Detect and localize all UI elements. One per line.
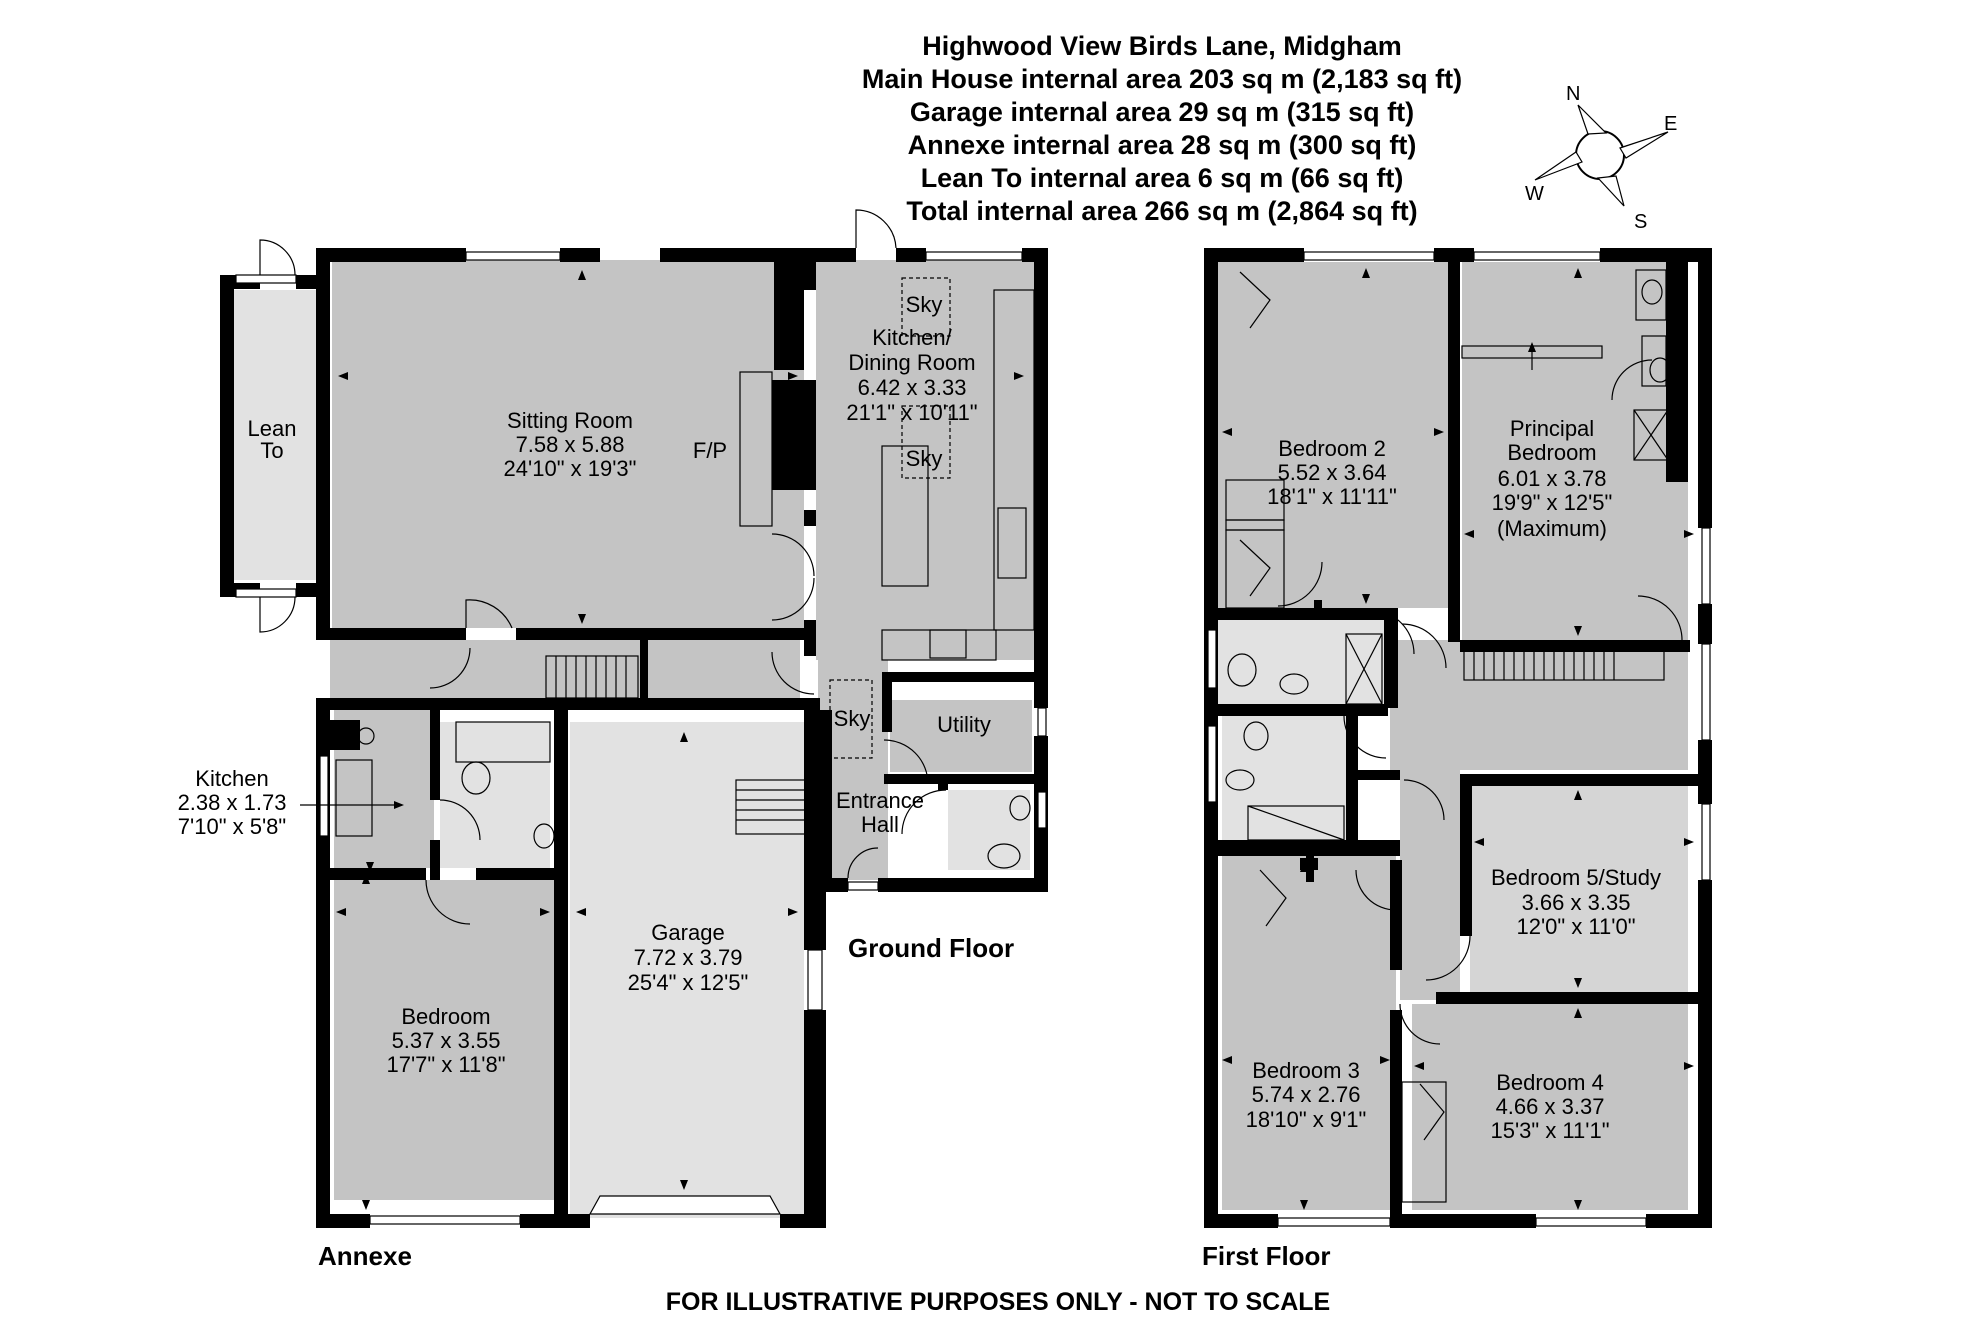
- first-floor-plan: Bedroom 2 5.52 x 3.64 18'1" x 11'11" Pri…: [1202, 248, 1712, 1271]
- annexe-bath-floor: [440, 722, 550, 868]
- principal-bedroom-floor: [1462, 262, 1688, 640]
- annexe-kitchen-metric: 2.38 x 1.73: [178, 790, 287, 815]
- property-title: Highwood View Birds Lane, Midgham: [922, 31, 1402, 61]
- compass-icon: N E S W: [1525, 83, 1677, 233]
- compass-w-label: W: [1525, 183, 1544, 205]
- ground-floor-plan: Lean To Sitting Room 7.58 x 5.88 24'10" …: [178, 209, 1048, 1271]
- ground-walls: [220, 248, 1048, 1228]
- principal-imperial: 19'9" x 12'5": [1492, 490, 1613, 515]
- skylight-label-1: Sky: [906, 292, 943, 317]
- bedroom2-imperial: 18'1" x 11'11": [1267, 484, 1397, 509]
- bedroom2-floor: [1218, 262, 1448, 608]
- principal-name-2: Bedroom: [1507, 440, 1596, 465]
- kitchen-dining-floor: [816, 260, 1036, 660]
- garage-imperial: 25'4" x 12'5": [628, 970, 749, 995]
- annexe-bedroom-floor: [334, 880, 556, 1200]
- first-fixtures: [1225, 269, 1671, 1203]
- bedroom3-floor: [1222, 856, 1396, 1210]
- annexe-kitchen-name: Kitchen: [195, 766, 268, 791]
- garage-name: Garage: [651, 920, 724, 945]
- utility-label: Utility: [937, 712, 991, 737]
- bedroom5-imperial: 12'0" x 11'0": [1516, 914, 1635, 939]
- disclaimer-text: FOR ILLUSTRATIVE PURPOSES ONLY - NOT TO …: [666, 1288, 1330, 1316]
- first-dimension-arrows: [1222, 268, 1694, 1210]
- annexe-bedroom-metric: 5.37 x 3.55: [392, 1028, 501, 1053]
- kitchen-dining-name-1: Kitchen/: [872, 325, 952, 350]
- bedroom2-name: Bedroom 2: [1278, 436, 1386, 461]
- first-labels: Bedroom 2 5.52 x 3.64 18'1" x 11'11" Pri…: [1202, 416, 1661, 1271]
- bedroom5-floor: [1470, 786, 1688, 992]
- lean-to-label-1: Lean: [248, 416, 297, 441]
- corridor-floor: [1400, 770, 1460, 1000]
- utility-floor: [890, 700, 1032, 772]
- first-floor-title: First Floor: [1202, 1241, 1331, 1271]
- compass-e-label: E: [1664, 113, 1677, 135]
- ground-windows: [235, 251, 1047, 1225]
- entrance-hall-name-2: Hall: [861, 812, 899, 837]
- annexe-title: Annexe: [318, 1241, 412, 1271]
- fireplace-label: F/P: [693, 438, 727, 463]
- skylight-label-2: Sky: [906, 446, 943, 471]
- bedroom3-metric: 5.74 x 2.76: [1252, 1082, 1361, 1107]
- kitchen-dining-metric: 6.42 x 3.33: [858, 375, 967, 400]
- ground-floor-title: Ground Floor: [848, 933, 1014, 963]
- area-garage: Garage internal area 29 sq m (315 sq ft): [910, 97, 1414, 127]
- sitting-room-metric: 7.58 x 5.88: [516, 432, 625, 457]
- sitting-room-name: Sitting Room: [507, 408, 633, 433]
- bedroom5-name: Bedroom 5/Study: [1491, 865, 1661, 890]
- compass-s-label: S: [1634, 211, 1647, 233]
- compass-n-label: N: [1566, 83, 1580, 105]
- ground-fixtures: [335, 277, 1035, 869]
- area-main-house: Main House internal area 203 sq m (2,183…: [862, 64, 1462, 94]
- bedroom4-metric: 4.66 x 3.37: [1496, 1094, 1605, 1119]
- lean-to-label-2: To: [260, 438, 283, 463]
- bathroom-floor: [1222, 716, 1354, 840]
- hall-floor: [330, 640, 800, 700]
- kitchen-dining-name-2: Dining Room: [848, 350, 975, 375]
- principal-note: (Maximum): [1497, 516, 1607, 541]
- principal-metric: 6.01 x 3.78: [1498, 466, 1607, 491]
- bedroom3-imperial: 18'10" x 9'1": [1246, 1107, 1367, 1132]
- bedroom3-name: Bedroom 3: [1252, 1058, 1360, 1083]
- wc-floor: [948, 790, 1030, 870]
- landing-floor: [1390, 640, 1688, 770]
- garage-floor: [570, 722, 804, 1218]
- ground-labels: Lean To Sitting Room 7.58 x 5.88 24'10" …: [178, 292, 1015, 1271]
- skylight-label-3: Sky: [834, 706, 871, 731]
- first-doors: [1239, 271, 1683, 1141]
- annexe-bedroom-name: Bedroom: [401, 1004, 490, 1029]
- bedroom4-name: Bedroom 4: [1496, 1070, 1604, 1095]
- ensuite-floor: [1218, 620, 1398, 706]
- annexe-bedroom-imperial: 17'7" x 11'8": [386, 1052, 505, 1077]
- bedroom4-floor: [1412, 1004, 1688, 1210]
- area-annexe: Annexe internal area 28 sq m (300 sq ft): [908, 130, 1417, 160]
- principal-name-1: Principal: [1510, 416, 1594, 441]
- bedroom2-metric: 5.52 x 3.64: [1278, 460, 1387, 485]
- area-lean-to: Lean To internal area 6 sq m (66 sq ft): [921, 163, 1404, 193]
- sitting-room-imperial: 24'10" x 19'3": [504, 456, 637, 481]
- area-total: Total internal area 266 sq m (2,864 sq f…: [906, 196, 1417, 226]
- header-block: Highwood View Birds Lane, Midgham Main H…: [862, 31, 1462, 226]
- ground-dimension-arrows: [336, 270, 1024, 1210]
- lean-to-floor: [234, 290, 316, 580]
- ground-doors: [259, 209, 947, 925]
- garage-metric: 7.72 x 3.79: [634, 945, 743, 970]
- entrance-hall-name-1: Entrance: [836, 788, 924, 813]
- annexe-kitchen-imperial: 7'10" x 5'8": [178, 814, 286, 839]
- bedroom5-metric: 3.66 x 3.35: [1522, 890, 1631, 915]
- first-walls: [1204, 248, 1712, 1228]
- sitting-room-floor: [332, 260, 804, 628]
- first-windows: [1207, 251, 1711, 1227]
- kitchen-dining-imperial: 21'1" x 10'11": [846, 400, 977, 425]
- bedroom4-imperial: 15'3" x 11'1": [1490, 1118, 1609, 1143]
